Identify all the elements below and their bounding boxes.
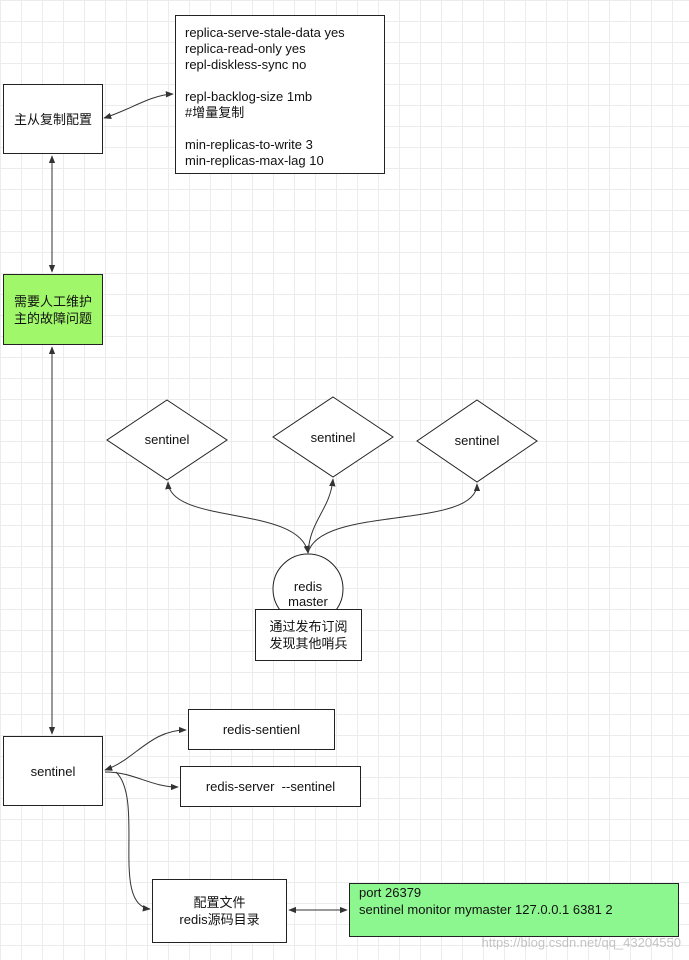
watermark: https://blog.csdn.net/qq_43204550 — [481, 935, 682, 950]
sentinel-conf-line: sentinel monitor mymaster 127.0.0.1 6381… — [359, 902, 613, 917]
config-line: min-replicas-max-lag 10 — [185, 153, 324, 168]
config-file-line: 配置文件 — [193, 895, 246, 910]
redis-sentinel-cmd-node[interactable]: redis-sentienl — [188, 709, 335, 750]
manual-failover-node[interactable]: 需要人工维护 主的故障问题 — [3, 274, 103, 345]
config-line — [185, 121, 384, 137]
manual-failover-line: 需要人工维护 — [13, 293, 92, 309]
replication-settings-node[interactable]: replica-serve-stale-data yes replica-rea… — [175, 15, 385, 174]
pubsub-discovery-node[interactable]: 通过发布订阅 发现其他哨兵 — [255, 609, 362, 661]
master-slave-config-label: 主从复制配置 — [13, 111, 92, 127]
sentinel-main-label: sentinel — [30, 763, 76, 779]
config-line — [185, 73, 384, 89]
master-slave-config-node[interactable]: 主从复制配置 — [3, 84, 103, 154]
sentinel-3-label: sentinel — [454, 433, 500, 448]
config-file-node[interactable]: 配置文件 redis源码目录 — [152, 879, 287, 943]
edge-sentinel-to-redis-server — [104, 771, 179, 791]
sentinel-conf-line: port 26379 — [359, 885, 422, 900]
config-line: replica-serve-stale-data yes — [185, 25, 345, 40]
sentinel-diamond-2 — [272, 396, 394, 478]
sentinel-conf-node[interactable]: port 26379 sentinel monitor mymaster 127… — [349, 883, 679, 937]
redis-master-line: master — [288, 594, 328, 609]
config-file-line: redis源码目录 — [179, 912, 260, 927]
config-line: repl-backlog-size 1mb — [185, 89, 313, 104]
config-line: min-replicas-to-write 3 — [185, 137, 313, 152]
sentinel-diamond-3 — [416, 399, 538, 483]
edge-master-to-sentinel-1 — [165, 481, 310, 554]
edge-master-to-sentinel-3 — [307, 483, 481, 554]
edge-sentinel-to-redis-sentienl — [104, 726, 187, 771]
edge-sentinel-to-config-file — [115, 771, 151, 912]
config-line: #增量复制 — [185, 105, 245, 120]
redis-server-cmd-node[interactable]: redis-server --sentinel — [180, 766, 361, 807]
sentinel-1-label: sentinel — [144, 432, 190, 447]
sentinel-diamond-1 — [106, 399, 228, 481]
edge-config-to-settings — [103, 91, 174, 119]
pubsub-line: 通过发布订阅 — [269, 619, 348, 634]
pubsub-line: 发现其他哨兵 — [269, 636, 348, 651]
redis-master-line: redis — [293, 579, 323, 594]
redis-sentinel-cmd-label: redis-sentienl — [222, 722, 301, 737]
config-line: replica-read-only yes — [185, 41, 306, 56]
config-line: repl-diskless-sync no — [185, 57, 307, 72]
redis-master-label: redis master — [268, 579, 348, 609]
sentinel-main-node[interactable]: sentinel — [3, 736, 103, 806]
redis-server-cmd-label: redis-server --sentinel — [205, 779, 336, 794]
sentinel-2-label: sentinel — [310, 430, 356, 445]
edge-master-to-sentinel-2 — [307, 478, 336, 554]
manual-failover-line: 主的故障问题 — [13, 310, 92, 326]
